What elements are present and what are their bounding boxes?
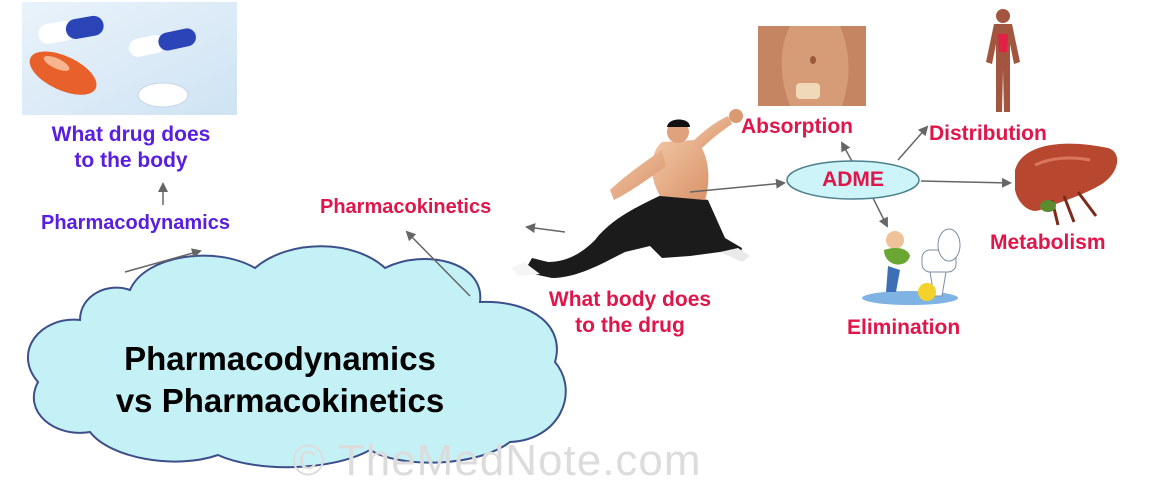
drug-action-line2: to the body (20, 148, 242, 174)
martial-artist-image (512, 109, 750, 278)
central-title-line2: vs Pharmacokinetics (60, 380, 500, 422)
central-title-line1: Pharmacodynamics (60, 338, 500, 380)
arrow-adme-to-elimination (872, 196, 887, 226)
distribution-label: Distribution (929, 121, 1047, 147)
adme-label: ADME (810, 167, 896, 193)
arrow-adme-to-metabolism (921, 181, 1010, 183)
elimination-label: Elimination (847, 315, 960, 341)
absorption-label: Absorption (741, 114, 853, 140)
metabolism-label: Metabolism (990, 230, 1106, 256)
human-body-image (986, 9, 1020, 112)
body-action-line1: What body does (515, 287, 745, 313)
arrow-adme-to-distribution (898, 127, 927, 160)
body-action-line2: to the drug (515, 313, 745, 339)
body-action-label: What body does to the drug (515, 287, 745, 340)
pharmacodynamics-label: Pharmacodynamics (41, 211, 230, 236)
arrow-adme-to-absorption (842, 143, 853, 163)
child-toilet-image (862, 229, 960, 305)
central-title: Pharmacodynamics vs Pharmacokinetics (60, 338, 500, 422)
liver-image (1015, 144, 1117, 225)
arrow-body-to-pharmacokinetics (527, 227, 565, 232)
drug-action-label: What drug does to the body (20, 122, 242, 175)
abdomen-patch-image (758, 26, 866, 106)
drug-action-line1: What drug does (20, 122, 242, 148)
pharmacokinetics-label: Pharmacokinetics (320, 195, 491, 220)
drug-pills-image (22, 2, 237, 115)
